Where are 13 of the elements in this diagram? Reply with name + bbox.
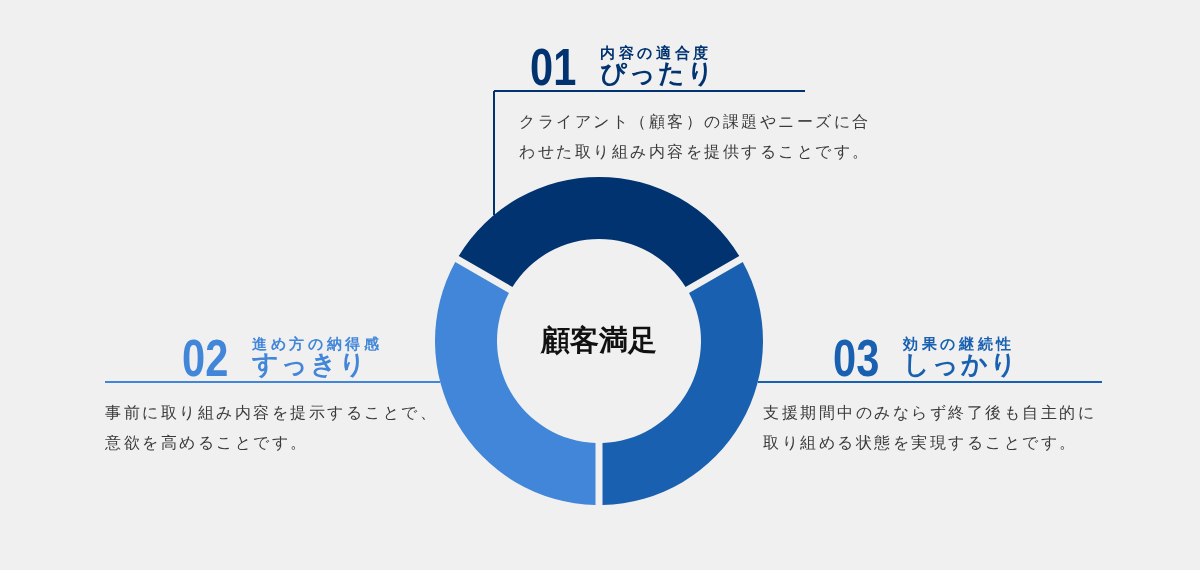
- ring-segment: [458, 177, 740, 287]
- step-number: 03: [833, 332, 880, 384]
- leader-line: [493, 90, 495, 216]
- leader-line: [756, 381, 1103, 383]
- step-number: 02: [182, 332, 229, 384]
- subtitle: 内容の適合度: [600, 44, 713, 62]
- description: クライアント（顧客）の課題やニーズに合わせた取り組み内容を提供することです。: [519, 111, 872, 163]
- description: 支援期間中のみならず終了後も自主的に取り組める状態を実現することです。: [763, 402, 1097, 454]
- center-label: 顧客満足: [541, 323, 657, 357]
- subtitle: 進め方の納得感: [252, 335, 383, 353]
- description: 事前に取り組み内容を提示することで、意欲を高めることです。: [105, 402, 439, 454]
- leader-line: [104, 381, 442, 383]
- step-number: 01: [530, 41, 577, 93]
